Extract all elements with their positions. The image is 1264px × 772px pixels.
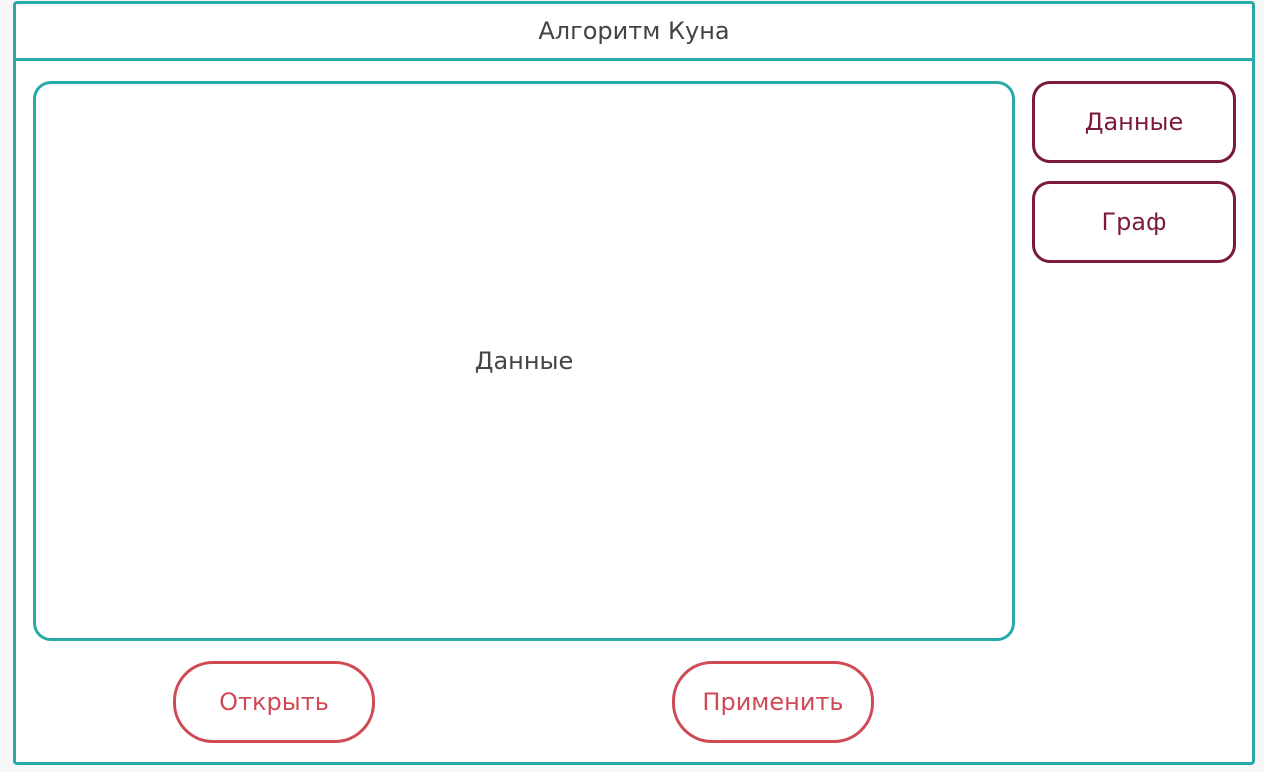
open-button[interactable]: Открыть [173,661,375,743]
data-button[interactable]: Данные [1032,81,1236,163]
graph-button[interactable]: Граф [1032,181,1236,263]
app-window: Алгоритм Куна Данные Данные Граф Открыть… [13,1,1255,765]
apply-button[interactable]: Применить [672,661,874,743]
data-panel[interactable]: Данные [33,81,1015,641]
data-panel-label: Данные [474,347,574,375]
window-title: Алгоритм Куна [16,4,1252,61]
